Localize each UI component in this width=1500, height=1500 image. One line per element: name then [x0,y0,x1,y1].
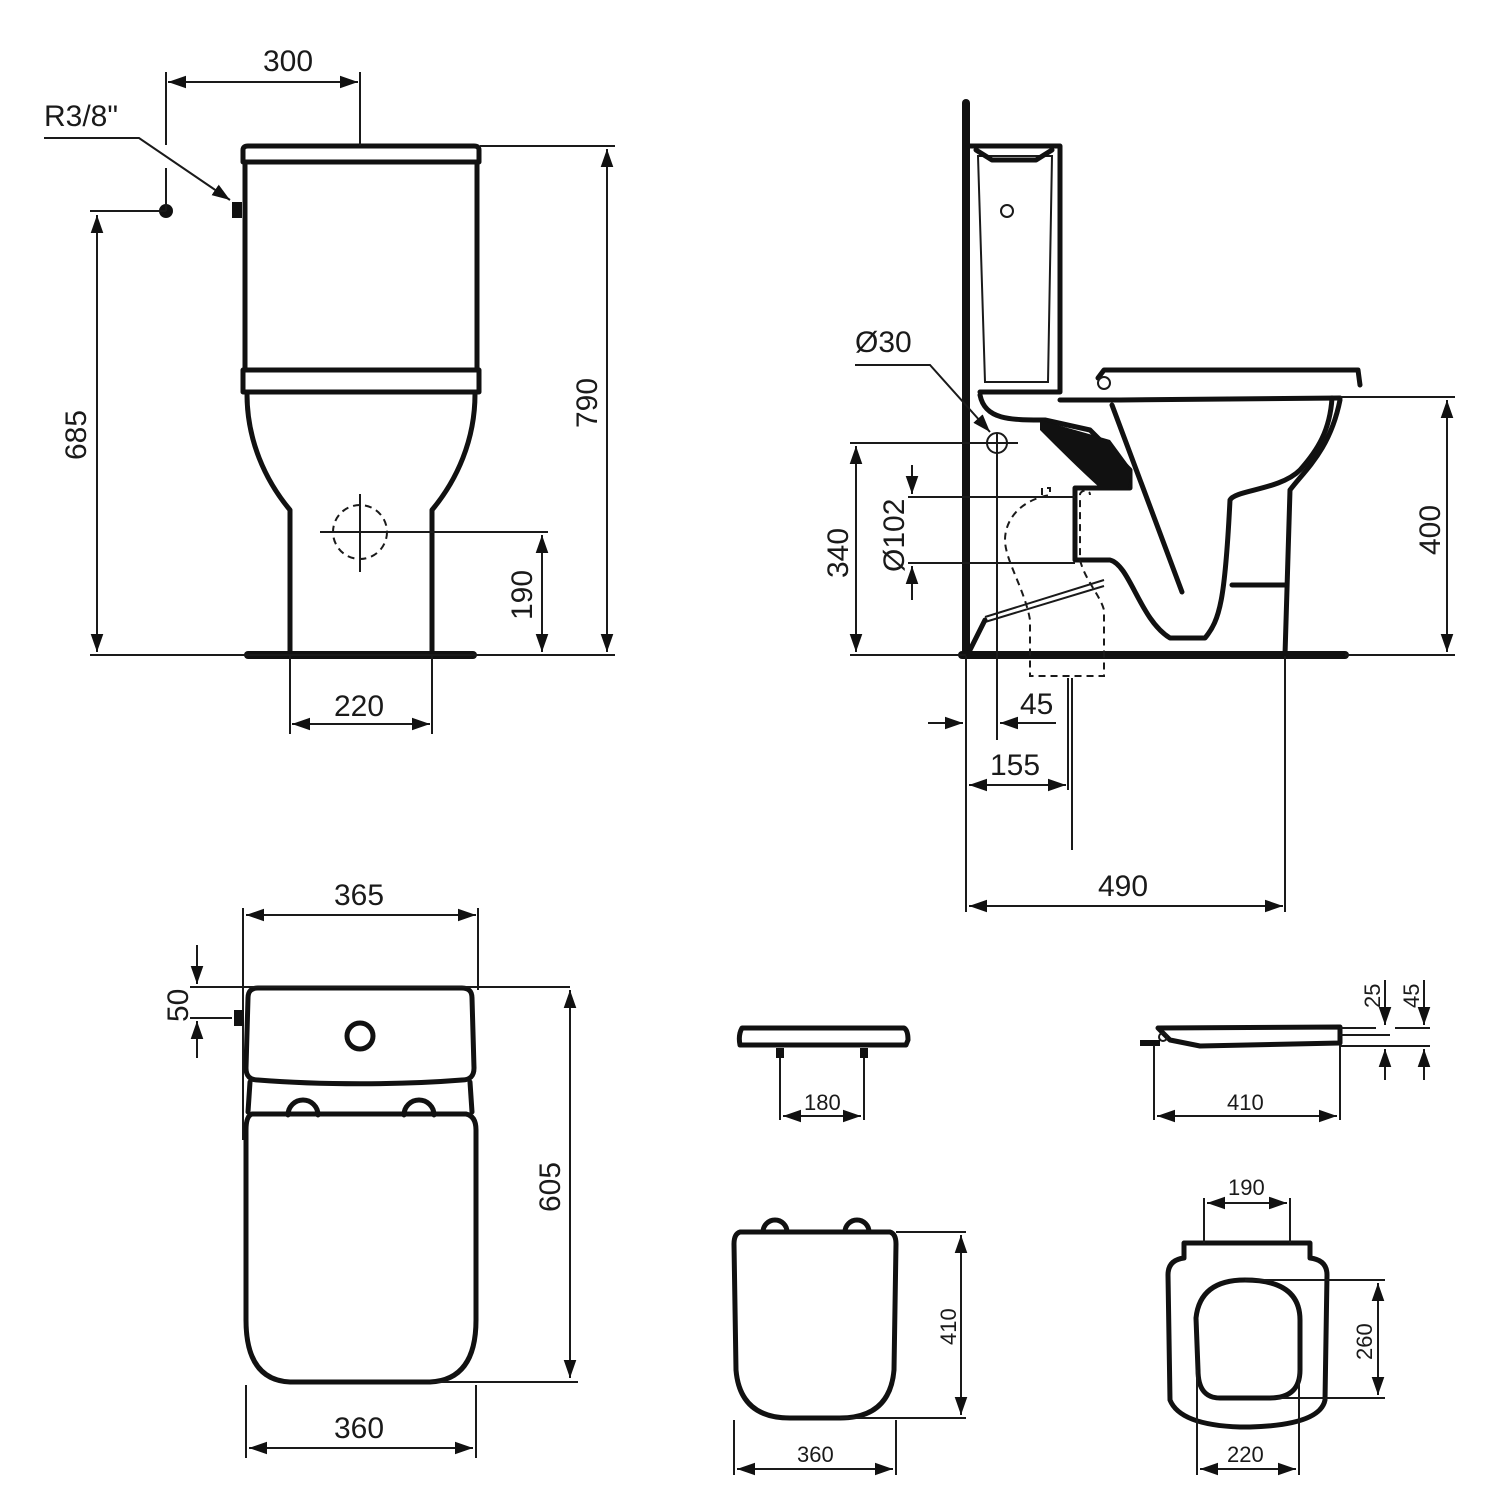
cistern-body [242,160,480,373]
side-view: Ø30 340 Ø102 400 45 155 490 [822,99,1455,913]
seat-lid-top-view: 410 360 [731,1217,968,1476]
rim-channel [1109,402,1185,595]
dim-220-ring: 220 [1227,1442,1264,1467]
dim-685: 685 [60,410,93,460]
outlet-pipe-dashed [1003,487,1105,677]
top-view: 365 50 605 360 [162,879,578,1458]
dim-300: 300 [263,45,313,78]
cistern-lid [240,143,482,165]
flush-button-icon [344,1020,376,1052]
dim-790: 790 [571,378,604,428]
seat-lid-outline [731,1229,899,1421]
dim-340: 340 [822,528,855,578]
pedestal [244,391,478,657]
dim-50: 50 [162,989,195,1022]
dim-605: 605 [534,1162,567,1212]
dim-190-ring: 190 [1228,1175,1265,1200]
dim-45-seat: 45 [1399,984,1424,1008]
bowl-outline [977,392,1335,641]
dim-410-side: 410 [1227,1090,1264,1115]
dim-o30: Ø30 [855,326,912,359]
cistern-top [243,985,477,1087]
inlet-thread-label: R3/8" [44,100,118,133]
button-hole-icon [1000,204,1014,218]
hinges [285,1097,437,1118]
dim-220: 220 [334,690,384,723]
dim-45: 45 [1020,688,1053,721]
seat-ring-top-view: 190 260 220 [1165,1175,1385,1476]
dim-365: 365 [334,879,384,912]
dim-o102: Ø102 [878,499,911,572]
seat-lid-side [1095,367,1363,388]
dim-410-lid: 410 [936,1308,961,1345]
dim-360-lid: 360 [797,1442,834,1467]
dim-360: 360 [334,1412,384,1445]
hinge-icon [1097,376,1111,390]
cistern-collar [240,367,482,395]
dim-190: 190 [506,570,539,620]
inlet-valve-icon [232,202,242,218]
dim-180: 180 [804,1090,841,1115]
seat-side-view: 410 25 45 [1140,980,1431,1123]
front-view: 300 R3/8" 685 790 190 220 [44,45,615,734]
cistern-side [965,143,1063,395]
trap-section [1040,420,1132,488]
seat-front-view: 180 [736,1025,911,1123]
dim-400: 400 [1414,505,1447,555]
seat-profile-side [1155,1024,1343,1049]
dim-155: 155 [990,749,1040,782]
seat-profile-front [736,1025,911,1048]
dim-490: 490 [1098,870,1148,903]
seat-top [243,1111,479,1385]
seat-ring-opening [1193,1277,1303,1401]
seat-ring-outline [1165,1240,1330,1430]
dim-260: 260 [1352,1323,1377,1360]
dim-25: 25 [1360,984,1385,1008]
